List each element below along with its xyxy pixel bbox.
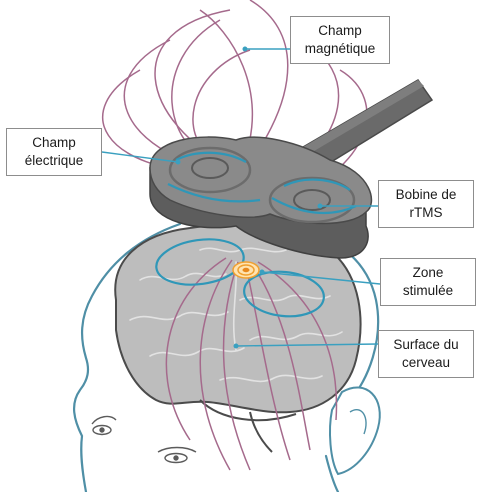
label-brain-surface-line1: Surface du bbox=[393, 336, 458, 354]
label-electric-field: Champ électrique bbox=[6, 128, 102, 176]
label-stimulated-zone-line2: stimulée bbox=[403, 282, 453, 300]
label-electric-field-line1: Champ bbox=[32, 134, 76, 152]
label-stimulated-zone: Zone stimulée bbox=[380, 258, 476, 306]
label-magnetic-field: Champ magnétique bbox=[290, 16, 390, 64]
label-coil: Bobine de rTMS bbox=[378, 180, 474, 228]
label-electric-field-line2: électrique bbox=[25, 152, 84, 170]
brain-stem bbox=[250, 412, 272, 452]
label-magnetic-field-line2: magnétique bbox=[305, 40, 376, 58]
label-magnetic-field-line1: Champ bbox=[318, 22, 362, 40]
label-coil-line1: Bobine de bbox=[396, 186, 457, 204]
stimulation-spot bbox=[233, 262, 259, 278]
ear bbox=[330, 387, 380, 474]
label-coil-line2: rTMS bbox=[410, 204, 443, 222]
eyebrow-left bbox=[92, 417, 116, 424]
label-stimulated-zone-line1: Zone bbox=[413, 264, 444, 282]
eyebrow-right bbox=[158, 448, 196, 453]
label-brain-surface-line2: cerveau bbox=[402, 354, 450, 372]
label-brain-surface: Surface du cerveau bbox=[378, 330, 474, 378]
